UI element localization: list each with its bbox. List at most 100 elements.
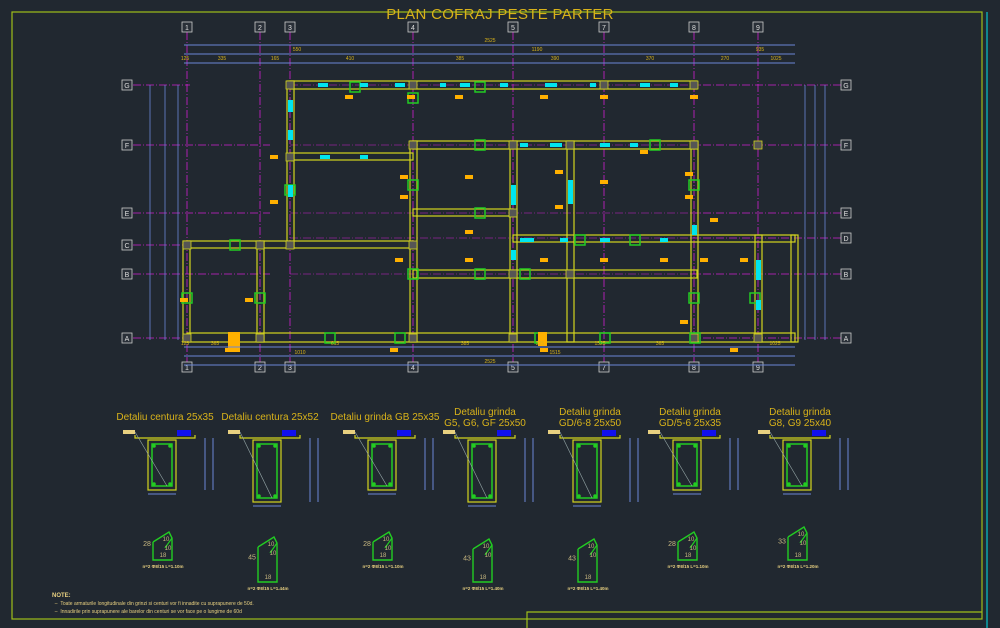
- section-outline: [367, 439, 397, 491]
- cyan-mark: [600, 143, 610, 147]
- column: [508, 208, 518, 218]
- stirrup-hook: [384, 537, 393, 549]
- stirrup-width-dim: 18: [585, 575, 592, 581]
- rebar-bar: [372, 444, 376, 448]
- stirrup-hook-dim: 10: [268, 542, 275, 548]
- axis-bubble: [598, 21, 610, 33]
- axis-label: C: [124, 243, 129, 250]
- stirrup-label: n=2 Φ8/15 L=1.10m: [668, 564, 709, 569]
- axis-label: 8: [692, 25, 696, 32]
- title-block-border: [526, 611, 982, 628]
- axis-label: 2: [258, 25, 262, 32]
- drawing-title: PLAN COFRAJ PESTE PARTER: [386, 6, 614, 23]
- leader-line: [239, 431, 273, 499]
- cyan-mark: [600, 238, 610, 242]
- dimension-text: 385: [456, 56, 465, 62]
- axis-bubble: [840, 232, 852, 244]
- axis-bubble: [840, 332, 852, 344]
- cyan-mark: [640, 83, 650, 87]
- column-rebar: [407, 179, 419, 191]
- stirrup-height-dim: 43: [463, 556, 471, 563]
- beam-tag: [228, 332, 240, 352]
- stirrup-height-dim: 28: [668, 541, 676, 548]
- beam: [512, 234, 796, 243]
- section-outline: [672, 439, 702, 491]
- cyan-mark: [318, 83, 328, 87]
- stirrup: [151, 443, 173, 487]
- axis-bubble: [121, 239, 133, 251]
- stirrup-shape: [677, 530, 698, 561]
- beam-tag: [730, 348, 738, 352]
- rebar-bar: [577, 494, 581, 498]
- cyan-mark: [520, 143, 528, 147]
- axis-bubble: [688, 21, 700, 33]
- leader-line: [354, 431, 388, 487]
- cyan-mark: [756, 260, 761, 280]
- rebar-label: [228, 430, 240, 434]
- axis-bubble: [181, 361, 193, 373]
- axis-label: 3: [288, 25, 292, 32]
- section-outline: [354, 435, 416, 439]
- beam-tag: [395, 258, 403, 262]
- beam-tag: [660, 258, 668, 262]
- axis-label: E: [844, 211, 849, 218]
- column: [508, 333, 518, 343]
- note-item: – Toate armaturile longitudinale din gri…: [52, 601, 254, 607]
- stirrup-hook: [799, 532, 808, 544]
- axis-label: 5: [511, 25, 515, 32]
- axis-bubble: [284, 21, 296, 33]
- beam-tag: [555, 170, 563, 174]
- axis-label: 7: [602, 25, 606, 32]
- beam-tag: [680, 320, 688, 324]
- stirrup-width-dim: 18: [160, 553, 167, 559]
- section-outline: [239, 435, 301, 439]
- axis-bubble: [752, 361, 764, 373]
- beam-tag: [685, 195, 693, 199]
- stirrup-hook-dim: 10: [383, 537, 390, 543]
- cyan-mark: [560, 238, 568, 242]
- axis-label: A: [125, 336, 130, 343]
- notes: NOTE: – Toate armaturile longitudinale d…: [52, 592, 254, 616]
- column-rebar: [229, 239, 241, 251]
- column: [753, 333, 763, 343]
- axis-label: 9: [756, 365, 760, 372]
- beam: [256, 240, 265, 343]
- level-marker: [282, 430, 296, 436]
- beam: [412, 208, 514, 217]
- axis-bubble: [284, 361, 296, 373]
- cyan-mark: [460, 83, 470, 87]
- dimension-text: 125: [181, 56, 190, 62]
- dimension-text: 1025: [770, 56, 781, 62]
- dimension-text: 390: [551, 56, 560, 62]
- rebar-bar: [257, 444, 261, 448]
- rebar-bar: [593, 494, 597, 498]
- beam-tag: [540, 348, 548, 352]
- beam-tag: [455, 95, 463, 99]
- dimension-text: 935: [756, 47, 765, 53]
- column: [689, 333, 699, 343]
- column: [408, 240, 418, 250]
- dimension-text: 1525: [594, 341, 605, 347]
- axis-bubble: [688, 361, 700, 373]
- stirrup: [576, 443, 598, 499]
- dimension-text: 270: [721, 56, 730, 62]
- column: [285, 240, 295, 250]
- column: [689, 140, 699, 150]
- stirrup-height-dim: 43: [568, 556, 576, 563]
- cyan-mark: [320, 155, 330, 159]
- rebar-bar: [372, 482, 376, 486]
- axis-label: 9: [756, 25, 760, 32]
- dimension-text: 2525: [484, 359, 495, 365]
- stirrup-shape: [257, 535, 278, 583]
- column: [182, 240, 192, 250]
- dimension-text: 1515: [549, 350, 560, 356]
- beam-tag: [270, 200, 278, 204]
- column: [255, 333, 265, 343]
- axis-bubble: [121, 268, 133, 280]
- stirrup: [471, 443, 493, 499]
- axis-label: G: [124, 83, 129, 90]
- rebar-label: [648, 430, 660, 434]
- dimension-text: 370: [646, 56, 655, 62]
